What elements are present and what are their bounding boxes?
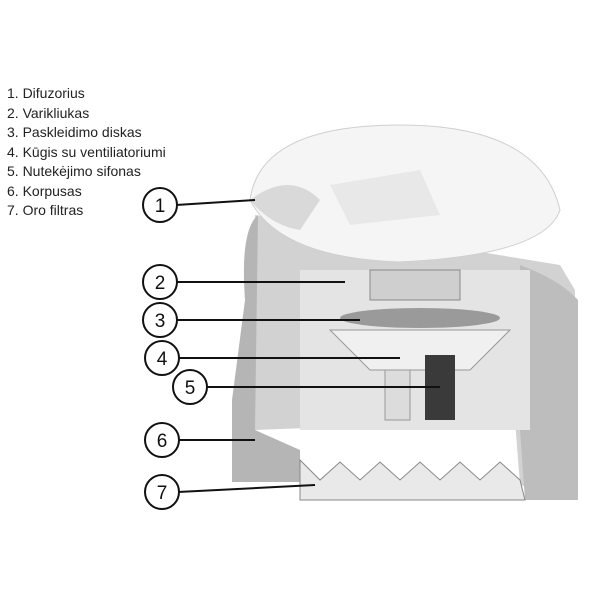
callout-4: 4 xyxy=(157,349,168,370)
callout-1: 1 xyxy=(155,196,166,217)
callout-6: 6 xyxy=(157,431,168,452)
legend-item: 5. Nutekėjimo sifonas xyxy=(7,163,141,179)
callout-2: 2 xyxy=(155,273,166,294)
legend-item: 6. Korpusas xyxy=(7,182,82,199)
cone xyxy=(328,329,512,371)
air-filter xyxy=(299,458,526,501)
pipe xyxy=(384,369,411,421)
legend-item: 3. Paskleidimo diskas xyxy=(7,124,142,140)
legend-item: 1. Difuzorius xyxy=(7,85,85,101)
callout-3: 3 xyxy=(155,311,166,332)
motor xyxy=(369,269,461,301)
callout-lines xyxy=(142,187,440,510)
legend-item: 4. Kūgis su ventiliatoriumi xyxy=(7,143,166,160)
parts-legend: 1. Difuzorius 2. Varikliukas 3. Paskleid… xyxy=(7,84,166,221)
legend-item: 7. Oro filtras xyxy=(7,202,84,218)
callout-7: 7 xyxy=(157,483,168,504)
diffuser-vents xyxy=(250,185,320,230)
legend-item: 2. Varikliukas xyxy=(7,104,90,121)
housing-right xyxy=(520,265,578,500)
vent-fin xyxy=(330,170,440,225)
callout-5: 5 xyxy=(185,378,196,399)
spread-disc xyxy=(340,308,500,328)
